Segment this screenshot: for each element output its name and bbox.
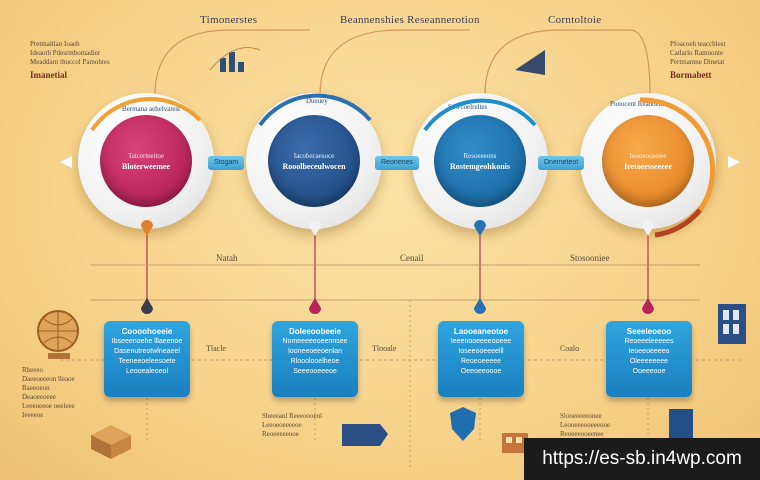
info-box-line: Ooeeeooe — [632, 368, 666, 375]
stage-2-subtitle: Iacobecaesoce — [293, 151, 335, 160]
info-box-line: Ibseeenoehe lllaeenoe — [111, 338, 183, 345]
connector-2: Reonenes — [375, 156, 419, 170]
note-line: Ideaoth Pdesrmbomadier — [30, 49, 101, 57]
info-box-1[interactable]: Coooohoeeie Ibseeenoehe lllaeenoe Dasenu… — [104, 321, 190, 397]
connector-3: Dnemeteot — [538, 156, 585, 170]
info-box-3[interactable]: Laooeaneotoe Ieeenooeeeeooeee Ioseeooeee… — [438, 321, 524, 397]
header-col2: Beannenshies Reseannerotion — [340, 14, 480, 26]
book-stand-icon — [669, 409, 693, 441]
stage-4-subtitle: Ioooeooseiee — [629, 151, 667, 160]
stage-2-arc-label: Dueuey — [306, 97, 328, 105]
info-box-line: Teeneeoeleesoete — [118, 358, 176, 365]
stage-2-pin-icon — [309, 220, 321, 236]
info-box-line: Iooneeoeeoenlan — [287, 348, 343, 355]
note-line: Meaddarn thoccol Pamohtes — [30, 58, 110, 66]
note-line: Reoeeeooeenee — [560, 430, 604, 438]
stage-1-pin-icon — [141, 220, 153, 236]
stage-3-core: Resoeeeons Rostemgeohkonis — [434, 115, 526, 207]
note-line: Leeoeoeeeeoe — [262, 421, 302, 429]
top-left-notes: Pretmaitlan Ioaeh Ideaoth Pdesrmbomadier… — [30, 40, 110, 80]
info-box-2[interactable]: Doleeoobeeie Nomeeeeeoeennsee Iooneeoeeo… — [272, 321, 358, 397]
note-line: Leeeoeeoe oeeleee — [22, 402, 75, 410]
info-box-line: Reoeeeleeeees — [624, 338, 674, 345]
chart-icon — [209, 47, 261, 72]
stage-2-core: Iacobecaesoce Rooolbeceulwocen — [268, 115, 360, 207]
bottom-left-notes: Rheeeo Daeeoeeeon lleaoe Baeeoeon Deaoee… — [22, 366, 75, 420]
stage-4-title: Iretoeesseeeee — [624, 161, 672, 171]
box-connector-1: Tlacle — [206, 344, 226, 353]
connector-1: Stogam — [208, 156, 245, 170]
note-line: Baeeoeon — [22, 384, 50, 392]
info-box-4-title: Seeeleoeoo — [626, 327, 672, 336]
info-box-line: Ieeenooeeeeooeee — [450, 338, 512, 345]
box-1-pin-icon — [141, 298, 153, 314]
note-line: Pretmaitlan Ioaeh — [30, 40, 80, 48]
building-icon — [502, 433, 528, 453]
note-line: Leooeeeooeeeooe — [560, 421, 611, 429]
box-connector-3: Coalo — [560, 344, 580, 353]
info-box-line: Rlooolooelheoe — [290, 358, 340, 365]
watermark-url: https://es-sb.in4wp.com — [524, 438, 760, 480]
info-box-line: Dasenutreotwlneaeel — [114, 348, 180, 355]
stage-1-arc-label: Bermana aehelvatest — [122, 105, 181, 113]
note-line: Catlarlo Ramnonte — [670, 49, 724, 57]
stage-1-subtitle: Taicerteeitoe — [127, 151, 165, 160]
stage-1[interactable]: Taicerteeitoe Bloterweemee — [78, 93, 214, 229]
info-box-line: Leooealeoeol — [125, 368, 169, 375]
mid-label-2: Cenail — [400, 253, 424, 263]
stage-3-arc-label: Sowcoelreltes — [448, 103, 488, 111]
note-line: Pfoacoeh teacchlest — [670, 40, 726, 48]
stage-1-title: Bloterweemee — [122, 161, 170, 171]
note-line: Sheeeanl Reeeoooenl — [262, 412, 323, 420]
megaphone-icon — [515, 50, 545, 75]
stage-3-subtitle: Resoeeeons — [463, 151, 497, 160]
mid-label-3: Stosooniee — [570, 253, 610, 263]
bottom-mid-notes: Sheeeanl Reeeoooenl Leeoeoeeeeoe Reoeeee… — [262, 412, 322, 439]
stage-1-core: Taicerteeitoe Bloterweemee — [100, 115, 192, 207]
box-crate-icon — [91, 425, 131, 459]
stage-4[interactable]: Ioooeooseiee Iretoeesseeeee — [580, 93, 716, 229]
document-icon — [342, 424, 388, 446]
stage-2-title: Rooolbeceulwocen — [282, 161, 346, 171]
info-box-2-title: Doleeoobeeie — [288, 327, 341, 336]
bottom-right-notes: Slooeeeeeonee Leooeeeooeeeooe Reoeeeooee… — [560, 412, 610, 439]
globe-icon — [37, 310, 79, 359]
book-icon — [718, 304, 746, 344]
box-2-pin-icon — [309, 298, 321, 314]
info-box-line: Ioseeooeeeelll — [458, 348, 504, 355]
header-col1: Timonerstes — [200, 14, 258, 26]
stage-4-arc-label: Ponocent Reanoent — [610, 100, 665, 108]
note-line: Ieeeeoe — [22, 411, 44, 419]
mid-label-1: Natah — [216, 253, 238, 263]
top-right-notes: Pfoacoeh teacchlest Catlarlo Ramnonte Pe… — [670, 40, 725, 80]
note-line: Bormabett — [670, 70, 712, 80]
note-line: Deaoeeoeee — [22, 393, 56, 401]
box-connector-2: Tlooale — [372, 344, 397, 353]
stage-4-core: Ioooeooseiee Iretoeesseeeee — [602, 115, 694, 207]
note-line: Pertmamne Dinetat — [670, 58, 725, 66]
note-line: Slooeeeeeonee — [560, 412, 602, 420]
info-box-4[interactable]: Seeeleoeoo Reoeeeleeeees Ieoeeoeeeeo Ole… — [606, 321, 692, 397]
note-line: Reoeeeeeooe — [262, 430, 299, 438]
info-box-1-title: Coooohoeeie — [121, 327, 173, 336]
info-box-line: Ieoeeoeeeeo — [628, 348, 670, 355]
info-box-line: Reoeoeeeee — [460, 358, 502, 365]
stage-3-title: Rostemgeohkonis — [449, 161, 510, 171]
header-col3: Corntoltoie — [548, 14, 602, 26]
info-box-line: Nomeeeeeoeennsee — [282, 338, 348, 345]
info-box-line: Oleeeeeeee — [629, 358, 669, 365]
note-line: Daeeoeeeon lleaoe — [22, 375, 75, 383]
shield-icon — [450, 407, 476, 441]
box-3-pin-icon — [474, 298, 486, 314]
note-line: Imanetial — [30, 70, 67, 80]
info-box-3-title: Laooeaneotoe — [453, 327, 509, 336]
note-line: Rheeeo — [22, 366, 43, 374]
stage-3-pin-icon — [474, 220, 486, 236]
info-box-line: Seeeooeeeoe — [293, 368, 337, 375]
stage-4-pin-icon — [642, 220, 654, 236]
box-4-pin-icon — [642, 298, 654, 314]
info-box-line: Oeeoeeoooe — [460, 368, 502, 375]
